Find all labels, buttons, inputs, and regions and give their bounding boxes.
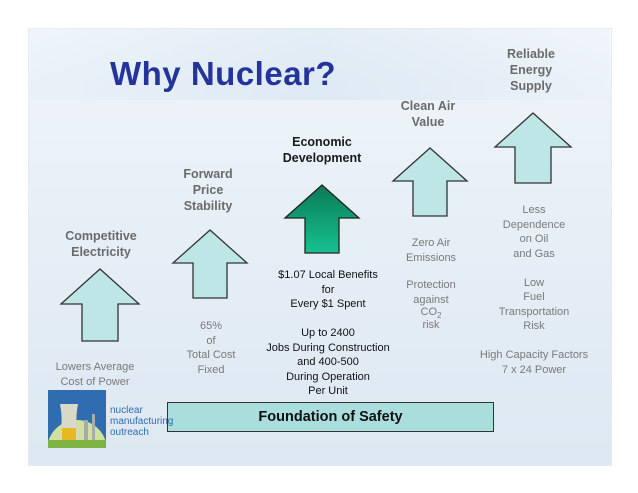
logo-text: nuclear manufacturing outreach (110, 405, 173, 438)
page-title: Why Nuclear? (110, 55, 337, 92)
heading-clean-air-value: Clean Air Value (400, 99, 456, 129)
foundation-of-safety-bar: Foundation of Safety (167, 402, 494, 432)
detail-reliable-energy-supply: Less Dependence on Oil and Gas Low Fuel … (479, 204, 589, 376)
heading-economic-development: Economic Development (282, 135, 362, 165)
arrow-up-icon (493, 112, 573, 184)
detail-risk: risk (422, 319, 440, 331)
arrow-up-icon (59, 268, 141, 342)
co2-subscript: 2 (437, 311, 442, 321)
heading-forward-price-stability: Forward Price Stability (183, 167, 233, 213)
co2-text: CO (420, 306, 438, 318)
logo-line-1: nuclear (110, 405, 143, 416)
arrow-up-icon (391, 147, 469, 217)
heading-competitive-electricity: Competitive Electricity (65, 229, 137, 259)
logo-line-3: outreach (110, 427, 149, 438)
detail-zero-air-emissions: Zero Air Emissions (405, 237, 457, 264)
detail-protection-against: Protection against (406, 279, 456, 306)
detail-competitive-electricity: Lowers Average Cost of Power (55, 361, 135, 388)
detail-economic-development: $1.07 Local Benefits for Every $1 Spent … (266, 269, 390, 397)
arrow-up-icon (171, 229, 249, 299)
heading-reliable-energy-supply: Reliable Energy Supply (507, 47, 555, 93)
detail-co2: CO2 (396, 305, 466, 324)
nuclear-plant-logo-icon (48, 390, 106, 448)
logo-line-2: manufacturing (110, 416, 174, 427)
arrow-up-icon (283, 184, 361, 254)
detail-forward-price-stability: 65% of Total Cost Fixed (186, 320, 236, 376)
title-band (28, 28, 610, 100)
